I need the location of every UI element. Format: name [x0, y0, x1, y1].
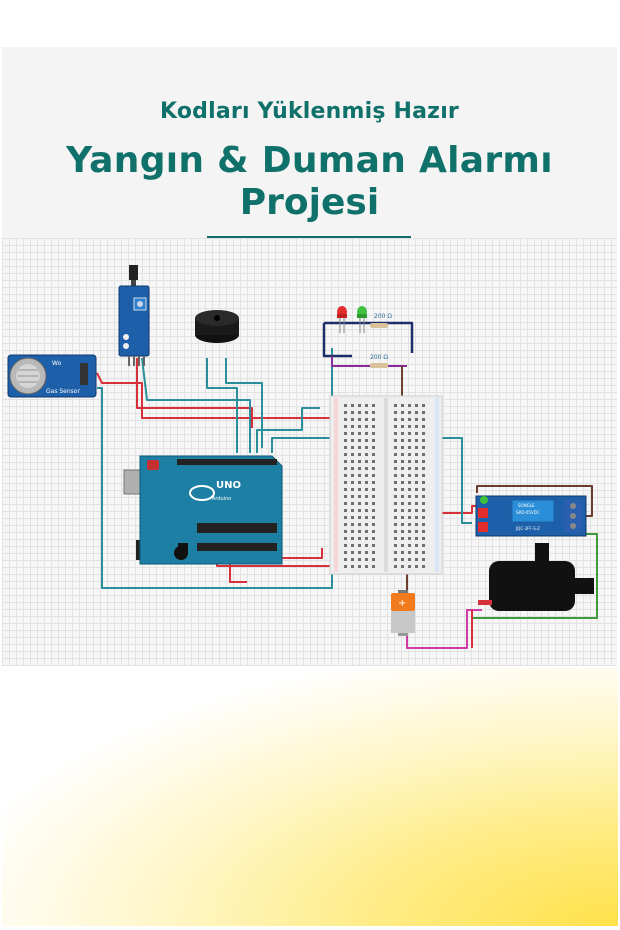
wire-green-1 [472, 533, 598, 619]
wire-red-2 [136, 358, 253, 428]
arduino-brand: Arduino [212, 496, 231, 502]
circuit-svg: Wo Gas Sensor [7, 265, 598, 649]
breadboard-holes [344, 404, 425, 568]
wire-magenta-1 [406, 609, 482, 649]
led-green-icon [357, 306, 367, 333]
wire-brown-3 [476, 485, 593, 517]
arduino-logo-text: UNO [216, 480, 241, 491]
relay-icon: SONGLE SRD-05VDC JQC-3FF-S-Z [475, 495, 587, 537]
flame-sensor-icon [118, 265, 150, 366]
relay-text-3: JQC-3FF-S-Z [515, 526, 540, 531]
title-line-2: Projesi [239, 182, 380, 223]
wire-teal-2 [141, 357, 251, 453]
wire-navy-2 [324, 321, 414, 353]
gas-sensor-brand: Wo [52, 360, 62, 367]
gas-sensor-icon: Wo Gas Sensor [7, 354, 97, 398]
wire-teal-5 [256, 407, 320, 453]
resistor-2: 200 Ω [370, 354, 388, 368]
svg-text:+: + [398, 598, 406, 609]
resistor-label-1: 200 Ω [374, 313, 392, 320]
buzzer-icon [195, 310, 239, 343]
wire-navy-1 [322, 323, 352, 358]
yellow-glow-background [2, 668, 618, 926]
relay-text-2: SRD-05VDC [516, 510, 540, 515]
battery-icon: + [391, 590, 415, 636]
led-red-icon [337, 306, 347, 333]
pump-icon [478, 543, 594, 611]
title-divider [207, 236, 411, 238]
wire-teal-6 [271, 437, 472, 524]
wire-red-1 [96, 372, 333, 434]
arduino-icon: UNO Arduino [123, 455, 283, 565]
breadboard-icon [329, 395, 443, 575]
title-line-1: Yangın & Duman Alarmı [66, 140, 553, 181]
relay-text-1: SONGLE [518, 503, 535, 508]
header-panel: Kodları Yüklenmiş Hazır Yangın & Duman A… [2, 47, 617, 241]
wire-teal-4 [225, 358, 263, 448]
circuit-diagram: Wo Gas Sensor [2, 238, 617, 666]
gas-sensor-label: Gas Sensor [46, 388, 80, 395]
resistor-1: 200 Ω [370, 313, 392, 328]
subtitle: Kodları Yüklenmiş Hazır [160, 99, 459, 124]
resistor-label-2: 200 Ω [370, 354, 388, 361]
wire-teal-3 [206, 358, 238, 453]
